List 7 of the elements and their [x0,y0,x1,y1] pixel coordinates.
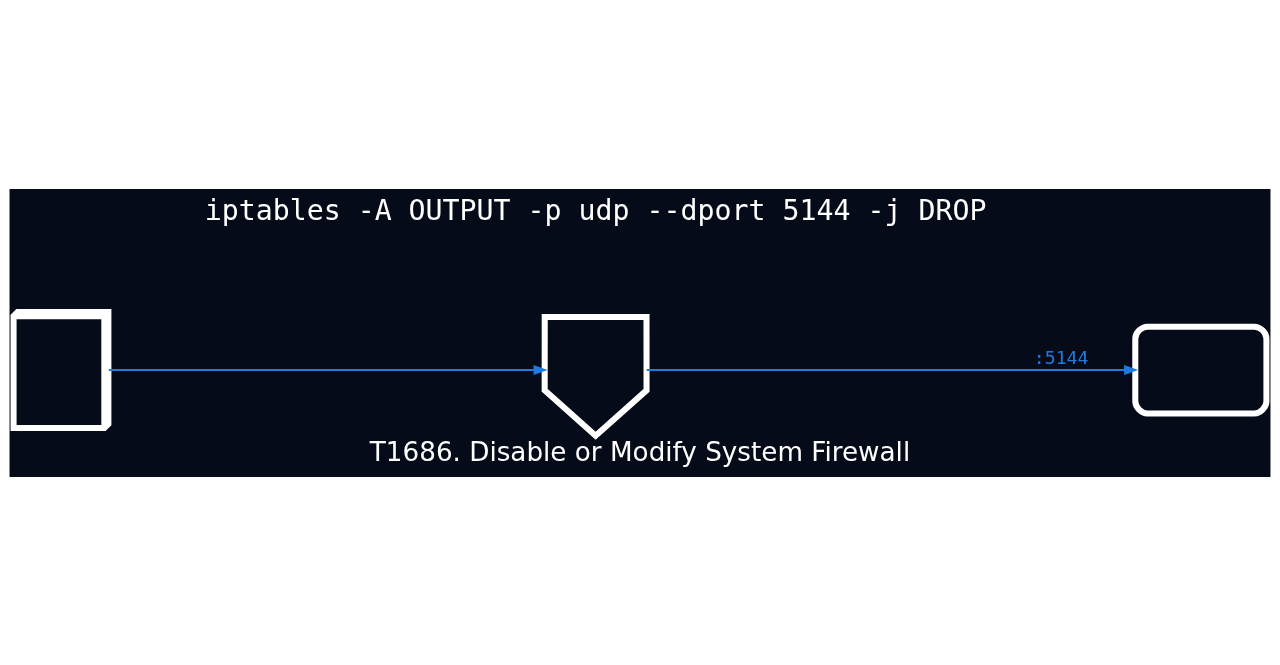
arrow [646,364,1139,375]
node-shield [541,313,650,440]
caption: T1686. Disable or Modify System Firewall [369,436,911,467]
node-box [1132,323,1270,416]
edge-label: :5144 [1033,346,1089,368]
arrow [108,364,548,375]
diagram-title: iptables -A OUTPUT -p udp --dport 5144 -j DROP [204,193,987,227]
